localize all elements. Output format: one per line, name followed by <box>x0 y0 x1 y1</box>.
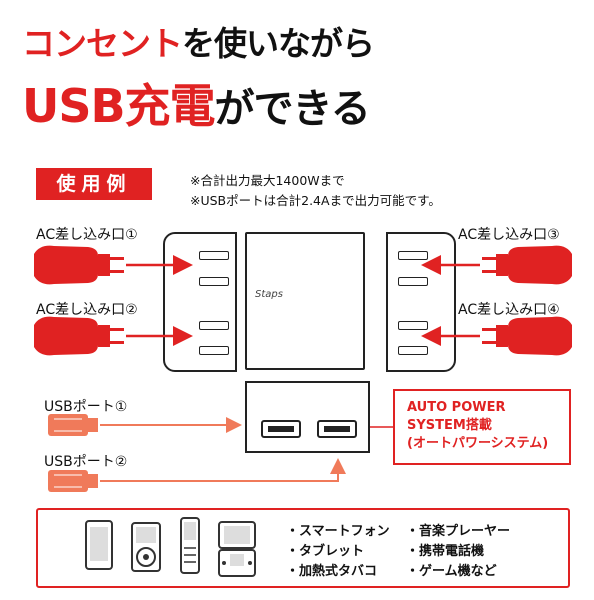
ac-slot <box>199 277 229 286</box>
ac-slot <box>199 321 229 330</box>
headline-line1: コンセントを使いながら <box>22 22 375 66</box>
usb-port-2 <box>317 420 357 438</box>
note-usb-output: ※USBポートは合計2.4Aまで出力可能です。 <box>190 193 441 208</box>
feature-phone-icon <box>180 517 200 574</box>
music-player-icon <box>131 522 161 572</box>
auto-power-line3: (オートパワーシステム) <box>407 436 549 451</box>
ac-outlet-label-1: AC差し込み口① <box>36 227 138 243</box>
ac-slot <box>199 251 229 260</box>
device-smartphone: ・スマートフォン <box>286 524 390 539</box>
smartphone-icon <box>85 520 113 570</box>
usb-plug-icon <box>48 470 98 492</box>
headline-line1-rest: を使いながら <box>182 24 375 63</box>
ac-plug-icon <box>34 245 124 285</box>
ac-outlet-label-4: AC差し込み口④ <box>458 302 560 318</box>
ac-slot <box>398 346 428 355</box>
ac-slot <box>199 346 229 355</box>
ac-plug-icon <box>34 316 124 356</box>
ac-outlet-label-3: AC差し込み口③ <box>458 227 560 243</box>
ac-slot <box>398 277 428 286</box>
brand-logo: Staps <box>255 289 283 300</box>
usb-port-label-1: USBポート① <box>44 399 128 415</box>
power-strip-body: Staps <box>245 232 365 370</box>
auto-power-line2: SYSTEM搭載 <box>407 418 492 433</box>
ac-slot <box>398 321 428 330</box>
device-tablet: ・タブレット <box>286 544 365 559</box>
ac-outlet-label-2: AC差し込み口② <box>36 302 138 318</box>
ac-plug-icon <box>482 245 572 285</box>
usb-port-label-2: USBポート② <box>44 454 128 470</box>
headline-line2-rest: ができる <box>214 86 371 132</box>
headline-line2: USB充電ができる <box>22 76 371 136</box>
auto-power-box: AUTO POWER SYSTEM搭載 (オートパワーシステム) <box>393 389 571 465</box>
arrow-icon <box>100 458 346 482</box>
headline-line1-highlight: コンセント <box>22 24 183 63</box>
device-heated-tobacco: ・加熱式タバコ <box>286 564 378 579</box>
device-icons <box>85 517 256 577</box>
usb-port-1 <box>261 420 301 438</box>
note-max-output: ※合計出力最大1400Wまで <box>190 173 345 188</box>
device-mobile-phone: ・携帯電話機 <box>406 544 485 559</box>
ac-plug-icon <box>482 316 572 356</box>
headline-line2-highlight: USB充電 <box>22 79 216 133</box>
usb-panel <box>245 381 370 453</box>
device-game-console: ・ゲーム機など <box>406 564 497 579</box>
compatible-devices-box: ・スマートフォン ・タブレット ・加熱式タバコ ・音楽プレーヤー ・携帯電話機 … <box>36 508 570 588</box>
game-console-icon <box>218 521 256 577</box>
usage-badge: 使用例 <box>36 168 152 200</box>
usb-plug-icon <box>48 414 98 436</box>
auto-power-line1: AUTO POWER <box>407 400 506 415</box>
device-music-player: ・音楽プレーヤー <box>406 524 511 539</box>
